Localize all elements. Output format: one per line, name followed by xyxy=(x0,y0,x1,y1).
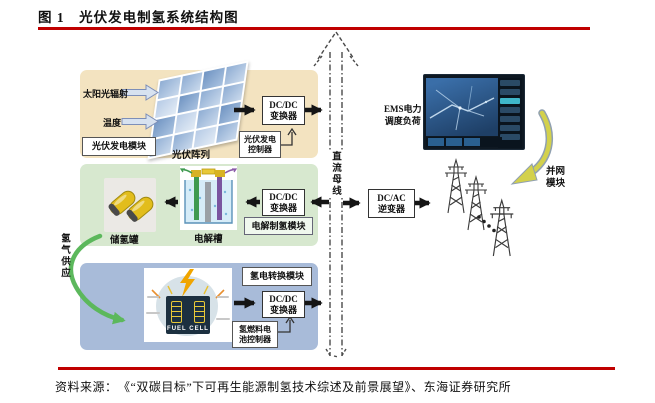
title-rule xyxy=(38,27,590,30)
source-note: 资料来源： 《“双碳目标”下可再生能源制氢技术综述及前景展望》、东海证券研究所 xyxy=(55,380,512,394)
lightning-icon xyxy=(180,269,195,297)
pylon-icon xyxy=(490,198,514,257)
pv-module-name-box: 光伏发电模块 xyxy=(82,137,156,156)
ems-dashboard-image xyxy=(423,74,525,150)
pv-dcdc-converter-box: DC/DC 变换器 xyxy=(262,96,305,125)
fuel-cell-label: FUEL CELL xyxy=(167,326,209,332)
grid-connection-arrow xyxy=(510,109,554,185)
hydrogen-supply-arrow xyxy=(68,233,126,325)
electrolyzer-image xyxy=(179,166,238,230)
electrolysis-dcdc-converter-box: DC/DC 变换器 xyxy=(262,189,305,216)
fuelcell-dcdc-converter-box: DC/DC 变换器 xyxy=(262,291,305,318)
ems-side-panel xyxy=(498,78,522,148)
hydrogen-tank-icon xyxy=(108,190,154,222)
fuelcell-module-name-box: 氢电转换模块 xyxy=(242,267,312,286)
fuel-cell-stack: FUEL CELL xyxy=(166,296,210,334)
input-block-arrow-radiation xyxy=(121,84,159,101)
footer-rule xyxy=(58,367,615,370)
bus-top-arrowhead xyxy=(317,30,355,60)
bus-bottom-ticks xyxy=(325,348,347,358)
fc-controller-link xyxy=(276,320,291,333)
fuelcell-controller-box: 氢燃料电 池控制器 xyxy=(232,321,278,348)
pv-array-label: 光伏阵列 xyxy=(172,151,211,161)
input-label-radiation: 太阳光辐射 xyxy=(83,89,129,99)
fuel-cell-image: FUEL CELL xyxy=(144,268,232,342)
ems-load-label: EMS电力 调度负荷 xyxy=(384,104,422,126)
dc-bus-label: 直流母线 xyxy=(327,150,343,198)
electrolysis-module-name-box: 电解制氢模块 xyxy=(244,217,313,235)
hydrogen-supply-label: 氢气供应 xyxy=(59,233,69,279)
electrolyzer-icon xyxy=(179,168,238,224)
controller-link-arrows xyxy=(276,127,297,333)
pv-controller-link xyxy=(279,132,293,146)
ellipsis-dots xyxy=(477,215,496,233)
input-label-temperature: 温度 xyxy=(103,118,122,128)
transmission-towers-icon xyxy=(445,157,514,257)
grid-module-label: 并网 模块 xyxy=(546,167,566,190)
dcac-inverter-box: DC/AC 逆变器 xyxy=(368,189,415,218)
pylon-icon xyxy=(445,157,467,214)
figure-title: 图 1 光伏发电制氢系统结构图 xyxy=(38,10,239,25)
pv-controller-box: 光伏发电 控制器 xyxy=(239,131,281,158)
dc-bus-lines xyxy=(313,30,359,358)
hydrogen-tank-image xyxy=(104,178,156,232)
input-block-arrow-temperature xyxy=(121,113,159,130)
ems-map xyxy=(426,78,498,136)
electrolyzer-label: 电解槽 xyxy=(194,235,223,245)
tank-label: 储氢罐 xyxy=(110,236,139,246)
power-flow-arrows xyxy=(164,104,431,309)
ems-bottom-bar xyxy=(426,137,502,147)
pylon-icon xyxy=(465,174,487,231)
